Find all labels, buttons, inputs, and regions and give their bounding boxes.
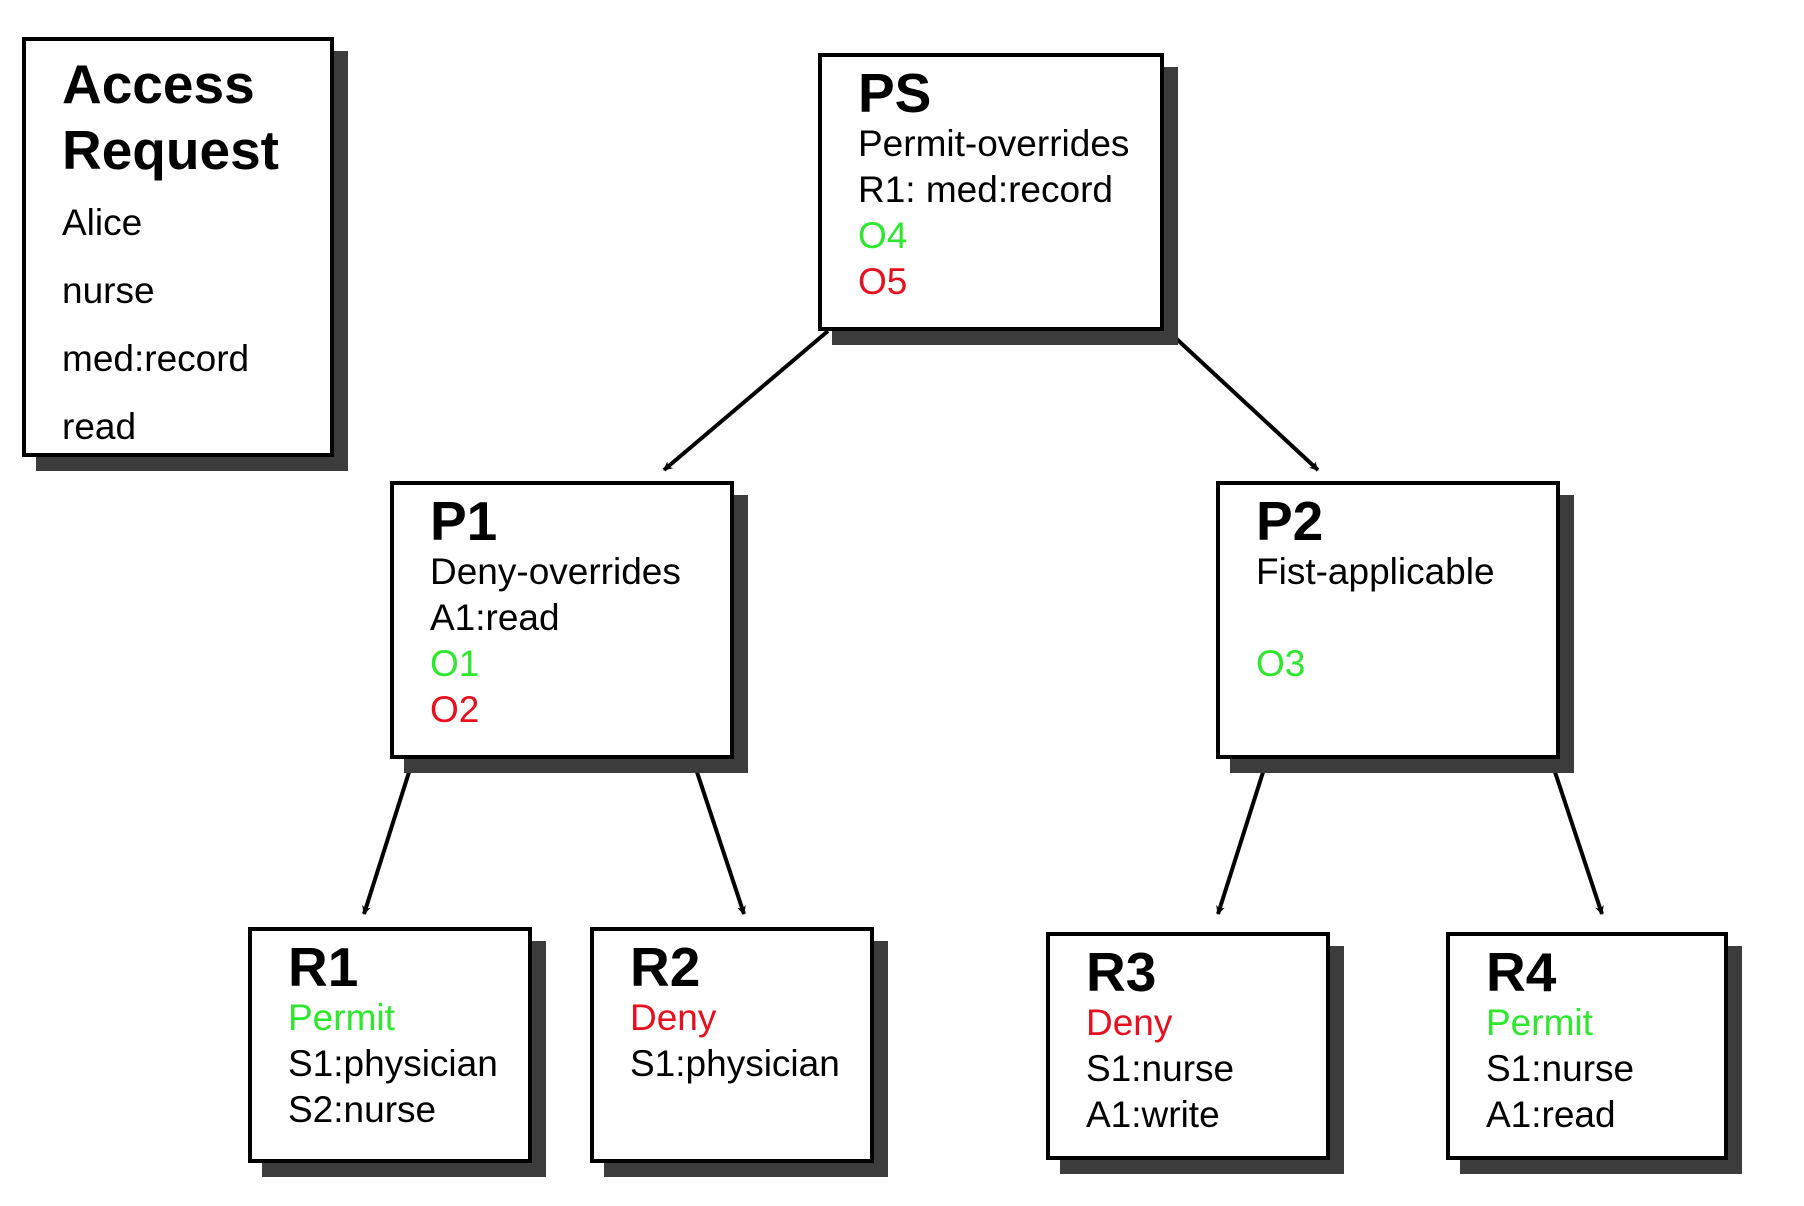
combining-algorithm: Fist-applicable (1256, 551, 1495, 592)
policy-set-ps: PS Permit-overrides R1: med:record O4 O5 (818, 53, 1164, 331)
edge-p2-r3 (1216, 768, 1266, 915)
rule-condition: S1:physician (630, 1043, 840, 1084)
rule-effect: Permit (1486, 1002, 1593, 1043)
obligation-permit: O3 (1256, 643, 1306, 684)
obligation-deny: O2 (430, 689, 480, 730)
node-title: R2 (630, 936, 701, 998)
rule-condition: S2:nurse (288, 1089, 437, 1130)
node-title: R1 (288, 936, 359, 998)
rule-effect: Deny (630, 997, 717, 1038)
edge-p2-r4 (1552, 768, 1604, 915)
edge-ps-p1 (662, 329, 830, 472)
rule-condition: A1:write (1086, 1094, 1220, 1135)
policy-p2: P2 Fist-applicable O3 (1216, 481, 1560, 759)
request-subject: Alice (62, 202, 143, 243)
combining-algorithm: Deny-overrides (430, 551, 681, 592)
access-request-title-line1: Access (62, 53, 255, 115)
request-action: read (62, 406, 137, 447)
request-role: nurse (62, 270, 155, 311)
node-title: R4 (1486, 941, 1557, 1003)
edge-p1-r1 (362, 768, 412, 915)
request-resource: med:record (62, 338, 250, 379)
rule-condition: S1:physician (288, 1043, 498, 1084)
rule-r1: R1 Permit S1:physician S2:nurse (248, 927, 532, 1163)
node-title: PS (858, 62, 932, 124)
node-title: P1 (430, 490, 498, 552)
rule-r4: R4 Permit S1:nurse A1:read (1446, 932, 1728, 1160)
combining-algorithm: Permit-overrides (858, 123, 1130, 164)
rule-r3: R3 Deny S1:nurse A1:write (1046, 932, 1330, 1160)
obligation-permit: O4 (858, 215, 908, 256)
target: A1:read (430, 597, 560, 638)
rule-condition: A1:read (1486, 1094, 1616, 1135)
empty-target-line (1256, 595, 1556, 641)
rule-condition: S1:nurse (1086, 1048, 1235, 1089)
target: R1: med:record (858, 169, 1113, 210)
edge-ps-p2 (1166, 329, 1320, 472)
obligation-deny: O5 (858, 261, 908, 302)
node-title: R3 (1086, 941, 1157, 1003)
node-title: P2 (1256, 490, 1324, 552)
policy-p1: P1 Deny-overrides A1:read O1 O2 (390, 481, 734, 759)
obligation-permit: O1 (430, 643, 480, 684)
rule-effect: Permit (288, 997, 395, 1038)
access-request-title-line2: Request (62, 119, 279, 181)
rule-r2: R2 Deny S1:physician (590, 927, 874, 1163)
rule-condition: S1:nurse (1486, 1048, 1635, 1089)
access-request-box: Access Request Alice nurse med:record re… (22, 37, 334, 457)
rule-effect: Deny (1086, 1002, 1173, 1043)
edge-p1-r2 (694, 768, 746, 915)
